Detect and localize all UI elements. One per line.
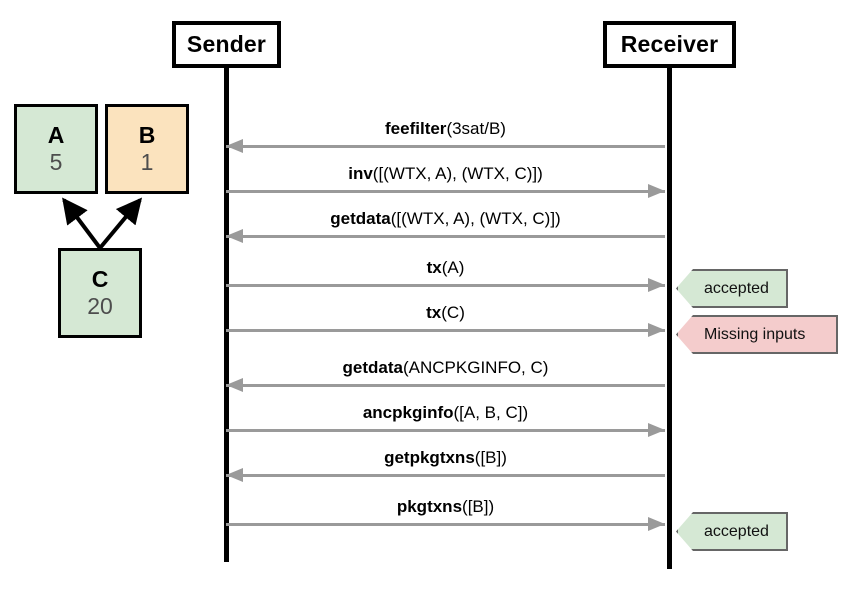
participant-sender[interactable]: Sender <box>172 21 281 68</box>
message-label-tx-c: tx(C) <box>226 302 665 324</box>
transaction-a-name: A <box>47 122 65 148</box>
status-badge-missing-inputs-tx-c: Missing inputs <box>676 315 838 354</box>
arrowhead-left-icon <box>226 229 243 243</box>
message-args-feefilter: (3sat/B) <box>446 119 506 138</box>
message-row-tx-c[interactable]: tx(C) <box>226 302 665 348</box>
message-line <box>226 429 665 432</box>
message-args-ancpkginfo: ([A, B, C]) <box>453 403 529 422</box>
message-line <box>226 329 665 332</box>
message-line <box>226 284 665 287</box>
message-command-getdata-ancpkginfo: getdata <box>342 358 403 377</box>
message-line <box>226 523 665 526</box>
message-row-ancpkginfo[interactable]: ancpkginfo([A, B, C]) <box>226 402 665 448</box>
message-args-inv: ([(WTX, A), (WTX, C)]) <box>372 164 543 183</box>
arrowhead-left-icon <box>226 139 243 153</box>
participant-receiver[interactable]: Receiver <box>603 21 736 68</box>
message-label-feefilter: feefilter(3sat/B) <box>226 118 665 140</box>
message-command-pkgtxns: pkgtxns <box>396 497 463 516</box>
arrowhead-right-icon <box>648 517 665 531</box>
message-args-getdata-ancpkginfo: (ANCPKGINFO, C) <box>403 358 549 377</box>
status-badge-accepted-pkgtxns: accepted <box>676 512 788 551</box>
message-label-inv: inv([(WTX, A), (WTX, C)]) <box>226 163 665 185</box>
message-row-getdata-wtx[interactable]: getdata([(WTX, A), (WTX, C)]) <box>226 208 665 254</box>
message-label-getdata-wtx: getdata([(WTX, A), (WTX, C)]) <box>226 208 665 230</box>
message-line <box>226 145 665 148</box>
message-row-feefilter[interactable]: feefilter(3sat/B) <box>226 118 665 164</box>
transaction-c-name: C <box>91 266 109 292</box>
message-command-ancpkginfo: ancpkginfo <box>362 403 454 422</box>
message-label-ancpkginfo: ancpkginfo([A, B, C]) <box>226 402 665 424</box>
transaction-box-a[interactable]: A 5 <box>14 104 98 194</box>
transaction-c-value: 20 <box>87 293 113 319</box>
arrowhead-right-icon <box>648 184 665 198</box>
message-label-pkgtxns: pkgtxns([B]) <box>226 496 665 518</box>
transaction-a-value: 5 <box>49 149 63 175</box>
arrowhead-left-icon <box>226 468 243 482</box>
message-command-tx-a: tx <box>426 258 442 277</box>
message-command-tx-c: tx <box>426 303 442 322</box>
message-row-tx-a[interactable]: tx(A) <box>226 257 665 303</box>
lifeline-receiver <box>667 66 672 569</box>
message-command-inv: inv <box>348 164 373 183</box>
transaction-box-c[interactable]: C 20 <box>58 248 142 338</box>
message-row-inv[interactable]: inv([(WTX, A), (WTX, C)]) <box>226 163 665 209</box>
message-command-feefilter: feefilter <box>385 119 447 138</box>
message-command-getpkgtxns: getpkgtxns <box>384 448 475 467</box>
arrowhead-right-icon <box>648 323 665 337</box>
message-command-getdata-wtx: getdata <box>330 209 391 228</box>
transaction-b-value: 1 <box>140 149 154 175</box>
message-args-getpkgtxns: ([B]) <box>474 448 507 467</box>
message-line <box>226 474 665 477</box>
arrowhead-left-icon <box>226 378 243 392</box>
message-line <box>226 190 665 193</box>
message-args-getdata-wtx: ([(WTX, A), (WTX, C)]) <box>390 209 561 228</box>
message-label-tx-a: tx(A) <box>226 257 665 279</box>
message-line <box>226 384 665 387</box>
message-row-getpkgtxns[interactable]: getpkgtxns([B]) <box>226 447 665 493</box>
edge-c-to-b <box>98 197 143 250</box>
message-row-getdata-ancpkginfo[interactable]: getdata(ANCPKGINFO, C) <box>226 357 665 403</box>
edge-c-to-a <box>62 197 102 250</box>
arrowhead-right-icon <box>648 278 665 292</box>
status-badge-accepted-tx-a: accepted <box>676 269 788 308</box>
transaction-b-name: B <box>138 122 156 148</box>
message-label-getdata-ancpkginfo: getdata(ANCPKGINFO, C) <box>226 357 665 379</box>
arrowhead-right-icon <box>648 423 665 437</box>
lifeline-sender <box>224 66 229 562</box>
message-args-tx-a: (A) <box>441 258 465 277</box>
message-row-pkgtxns[interactable]: pkgtxns([B]) <box>226 496 665 542</box>
message-args-tx-c: (C) <box>441 303 465 322</box>
message-label-getpkgtxns: getpkgtxns([B]) <box>226 447 665 469</box>
message-args-pkgtxns: ([B]) <box>462 497 495 516</box>
transaction-box-b[interactable]: B 1 <box>105 104 189 194</box>
message-line <box>226 235 665 238</box>
